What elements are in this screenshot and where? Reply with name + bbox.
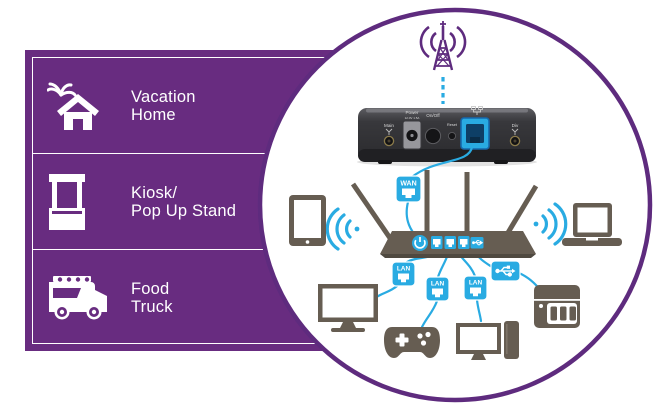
use-case-label: Kiosk/ Pop Up Stand [131,184,237,220]
lan-label: LAN [431,281,445,288]
wan-port-badge: WAN [395,175,422,203]
wan-label: WAN [400,181,416,188]
use-case-item-kiosk: Kiosk/ Pop Up Stand [33,153,339,250]
use-case-panel-border: Vacation Home Kiosk/ Pop Up Stan [32,57,339,344]
lan-label: LAN [469,280,483,287]
router-lan-ports [431,236,470,249]
use-case-label: Vacation Home [131,87,196,124]
modem-power-rating: 12.0V 1.5A [405,116,420,120]
usb-icon [495,265,516,277]
modem-power-label: Power [405,110,418,115]
use-case-item-food-truck: Food Truck [33,249,339,346]
router-usb-icon [470,237,484,249]
modem-onoff-label: On/Off [426,113,440,118]
usb-badge [490,260,521,282]
kiosk-icon [49,174,85,230]
lan-port-badge: LAN [391,261,416,287]
ethernet-glyph-icon [471,106,483,115]
game-controller-icon [384,327,440,358]
tv-monitor-icon [318,284,378,332]
wifi-waves-icon [325,207,360,251]
lan-label: LAN [397,266,411,273]
use-case-label: Food Truck [131,280,173,316]
tablet-icon [289,195,326,246]
vacation-home-icon [47,82,99,130]
wifi-router [350,170,539,258]
modem-main-label: Main [384,123,394,128]
laptop-icon [562,203,622,246]
router-power-icon [412,235,428,251]
wifi-waves-icon [533,202,568,246]
food-truck-icon [49,276,107,320]
nas-storage-icon [534,285,580,328]
lan-port-badge: LAN [463,275,488,301]
use-case-item-vacation-home: Vacation Home [33,58,339,153]
modem-div-label: Div [512,123,519,128]
cell-tower-icon [419,21,467,71]
modem-reset-label: Reset [447,123,458,127]
modem-gateway: Main Power 12.0V 1.5A On/Off Reset [357,106,537,167]
lan-port-badge: LAN [425,276,450,302]
desktop-pc-icon [456,321,519,360]
